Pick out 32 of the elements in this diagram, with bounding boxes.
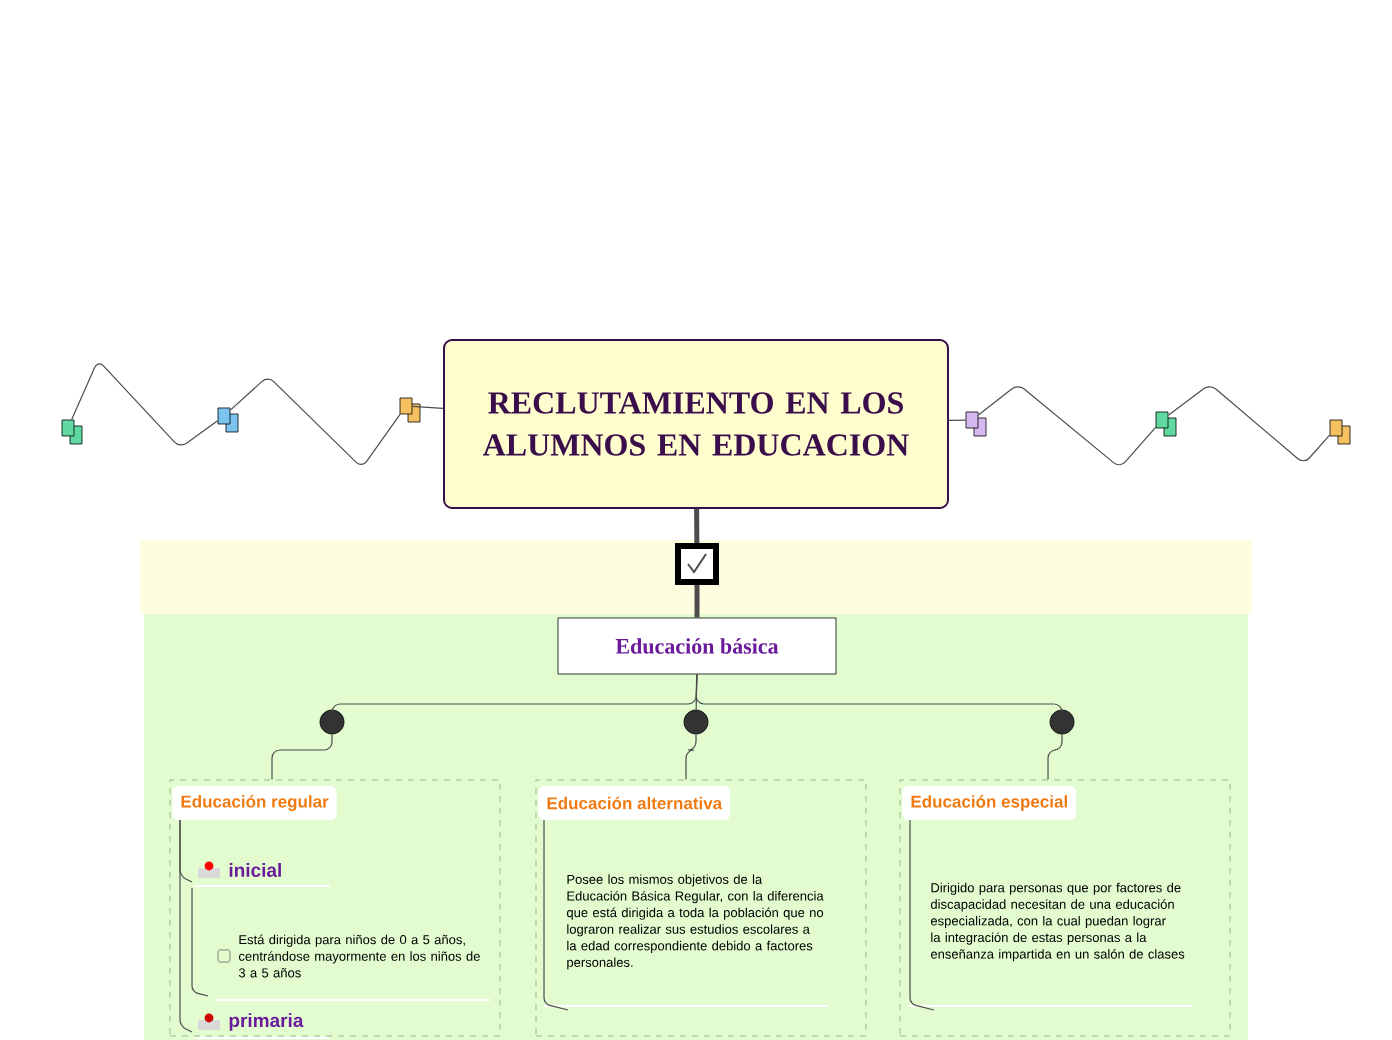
subtopic: primaria xyxy=(193,1013,331,1039)
connector-line xyxy=(1047,733,1063,781)
junction-dot xyxy=(1049,709,1075,735)
connector-line xyxy=(179,819,193,1033)
connector-line xyxy=(1167,386,1331,462)
note-icon xyxy=(217,407,239,433)
connector-line xyxy=(229,378,401,466)
subtopic: inicial xyxy=(193,861,331,887)
junction-dot xyxy=(319,709,345,735)
node-label: primaria xyxy=(229,1013,304,1031)
connector-line xyxy=(271,733,333,781)
connector-line xyxy=(695,673,1063,713)
note-icon xyxy=(61,419,83,445)
connector-line xyxy=(909,819,935,1011)
topic-box: Educación básica xyxy=(557,617,837,675)
connector-line xyxy=(948,419,967,421)
note-icon xyxy=(399,397,421,423)
connector-line xyxy=(411,405,444,409)
connector-line xyxy=(694,508,700,543)
note-icon xyxy=(1155,411,1177,437)
topic-box: RECLUTAMIENTO EN LOS ALUMNOS EN EDUCACION xyxy=(443,339,949,509)
connector-line xyxy=(977,386,1157,466)
connector-line xyxy=(191,887,209,997)
connector-line xyxy=(685,733,697,781)
checkbox xyxy=(675,543,719,585)
connector-line xyxy=(694,585,700,618)
node-label: inicial xyxy=(229,863,281,877)
connector-line xyxy=(71,363,219,446)
note-icon xyxy=(1329,419,1351,445)
connector-line xyxy=(543,819,569,1011)
junction-dot xyxy=(683,709,709,735)
note-icon xyxy=(965,411,987,437)
